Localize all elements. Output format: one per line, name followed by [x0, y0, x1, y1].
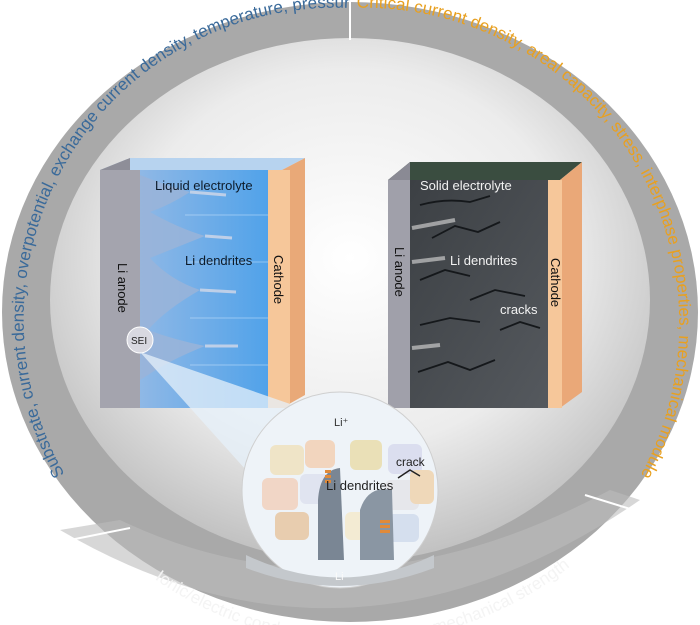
solid-cathode-side — [560, 162, 582, 408]
solid-cathode — [548, 180, 562, 408]
liquid-dendrites-label: Li dendrites — [185, 253, 253, 268]
bottom-band — [60, 490, 640, 609]
solid-cracks-label: cracks — [500, 302, 538, 317]
solid-cell-top — [388, 162, 582, 180]
liquid-cell-top — [100, 158, 305, 170]
ring-divider-left — [69, 527, 131, 541]
liquid-electrolyte-label: Liquid electrolyte — [155, 178, 253, 193]
solid-cracks — [417, 195, 541, 373]
zoom-li-label: Li — [335, 571, 344, 583]
liquid-cathode-label: Cathode — [271, 255, 286, 304]
solid-electrolyte-region — [410, 180, 550, 408]
liquid-anode-face — [100, 170, 140, 408]
solid-dendrites-label: Li dendrites — [450, 253, 518, 268]
solid-cathode-label: Cathode — [548, 258, 563, 307]
solid-cell — [388, 162, 582, 408]
zoom-dendrites-label: Li dendrites — [326, 478, 394, 493]
ring-divider-right — [584, 494, 641, 513]
sei-marker — [126, 326, 154, 354]
liquid-anode-label: Li anode — [115, 263, 130, 313]
zoom-li-ion-label: Li⁺ — [334, 417, 349, 429]
solid-electrolyte-label: Solid electrolyte — [420, 178, 512, 193]
liquid-cathode — [268, 170, 290, 408]
solid-dendrite-streaks — [411, 218, 456, 350]
liquid-dendrite-growths — [140, 175, 205, 380]
zoom-lens — [241, 391, 439, 589]
sei-label: SEI — [131, 336, 147, 347]
solid-anode-label: Li anode — [392, 247, 407, 297]
solid-anode-face — [388, 180, 410, 408]
zoom-crack-label: crack — [396, 455, 426, 469]
